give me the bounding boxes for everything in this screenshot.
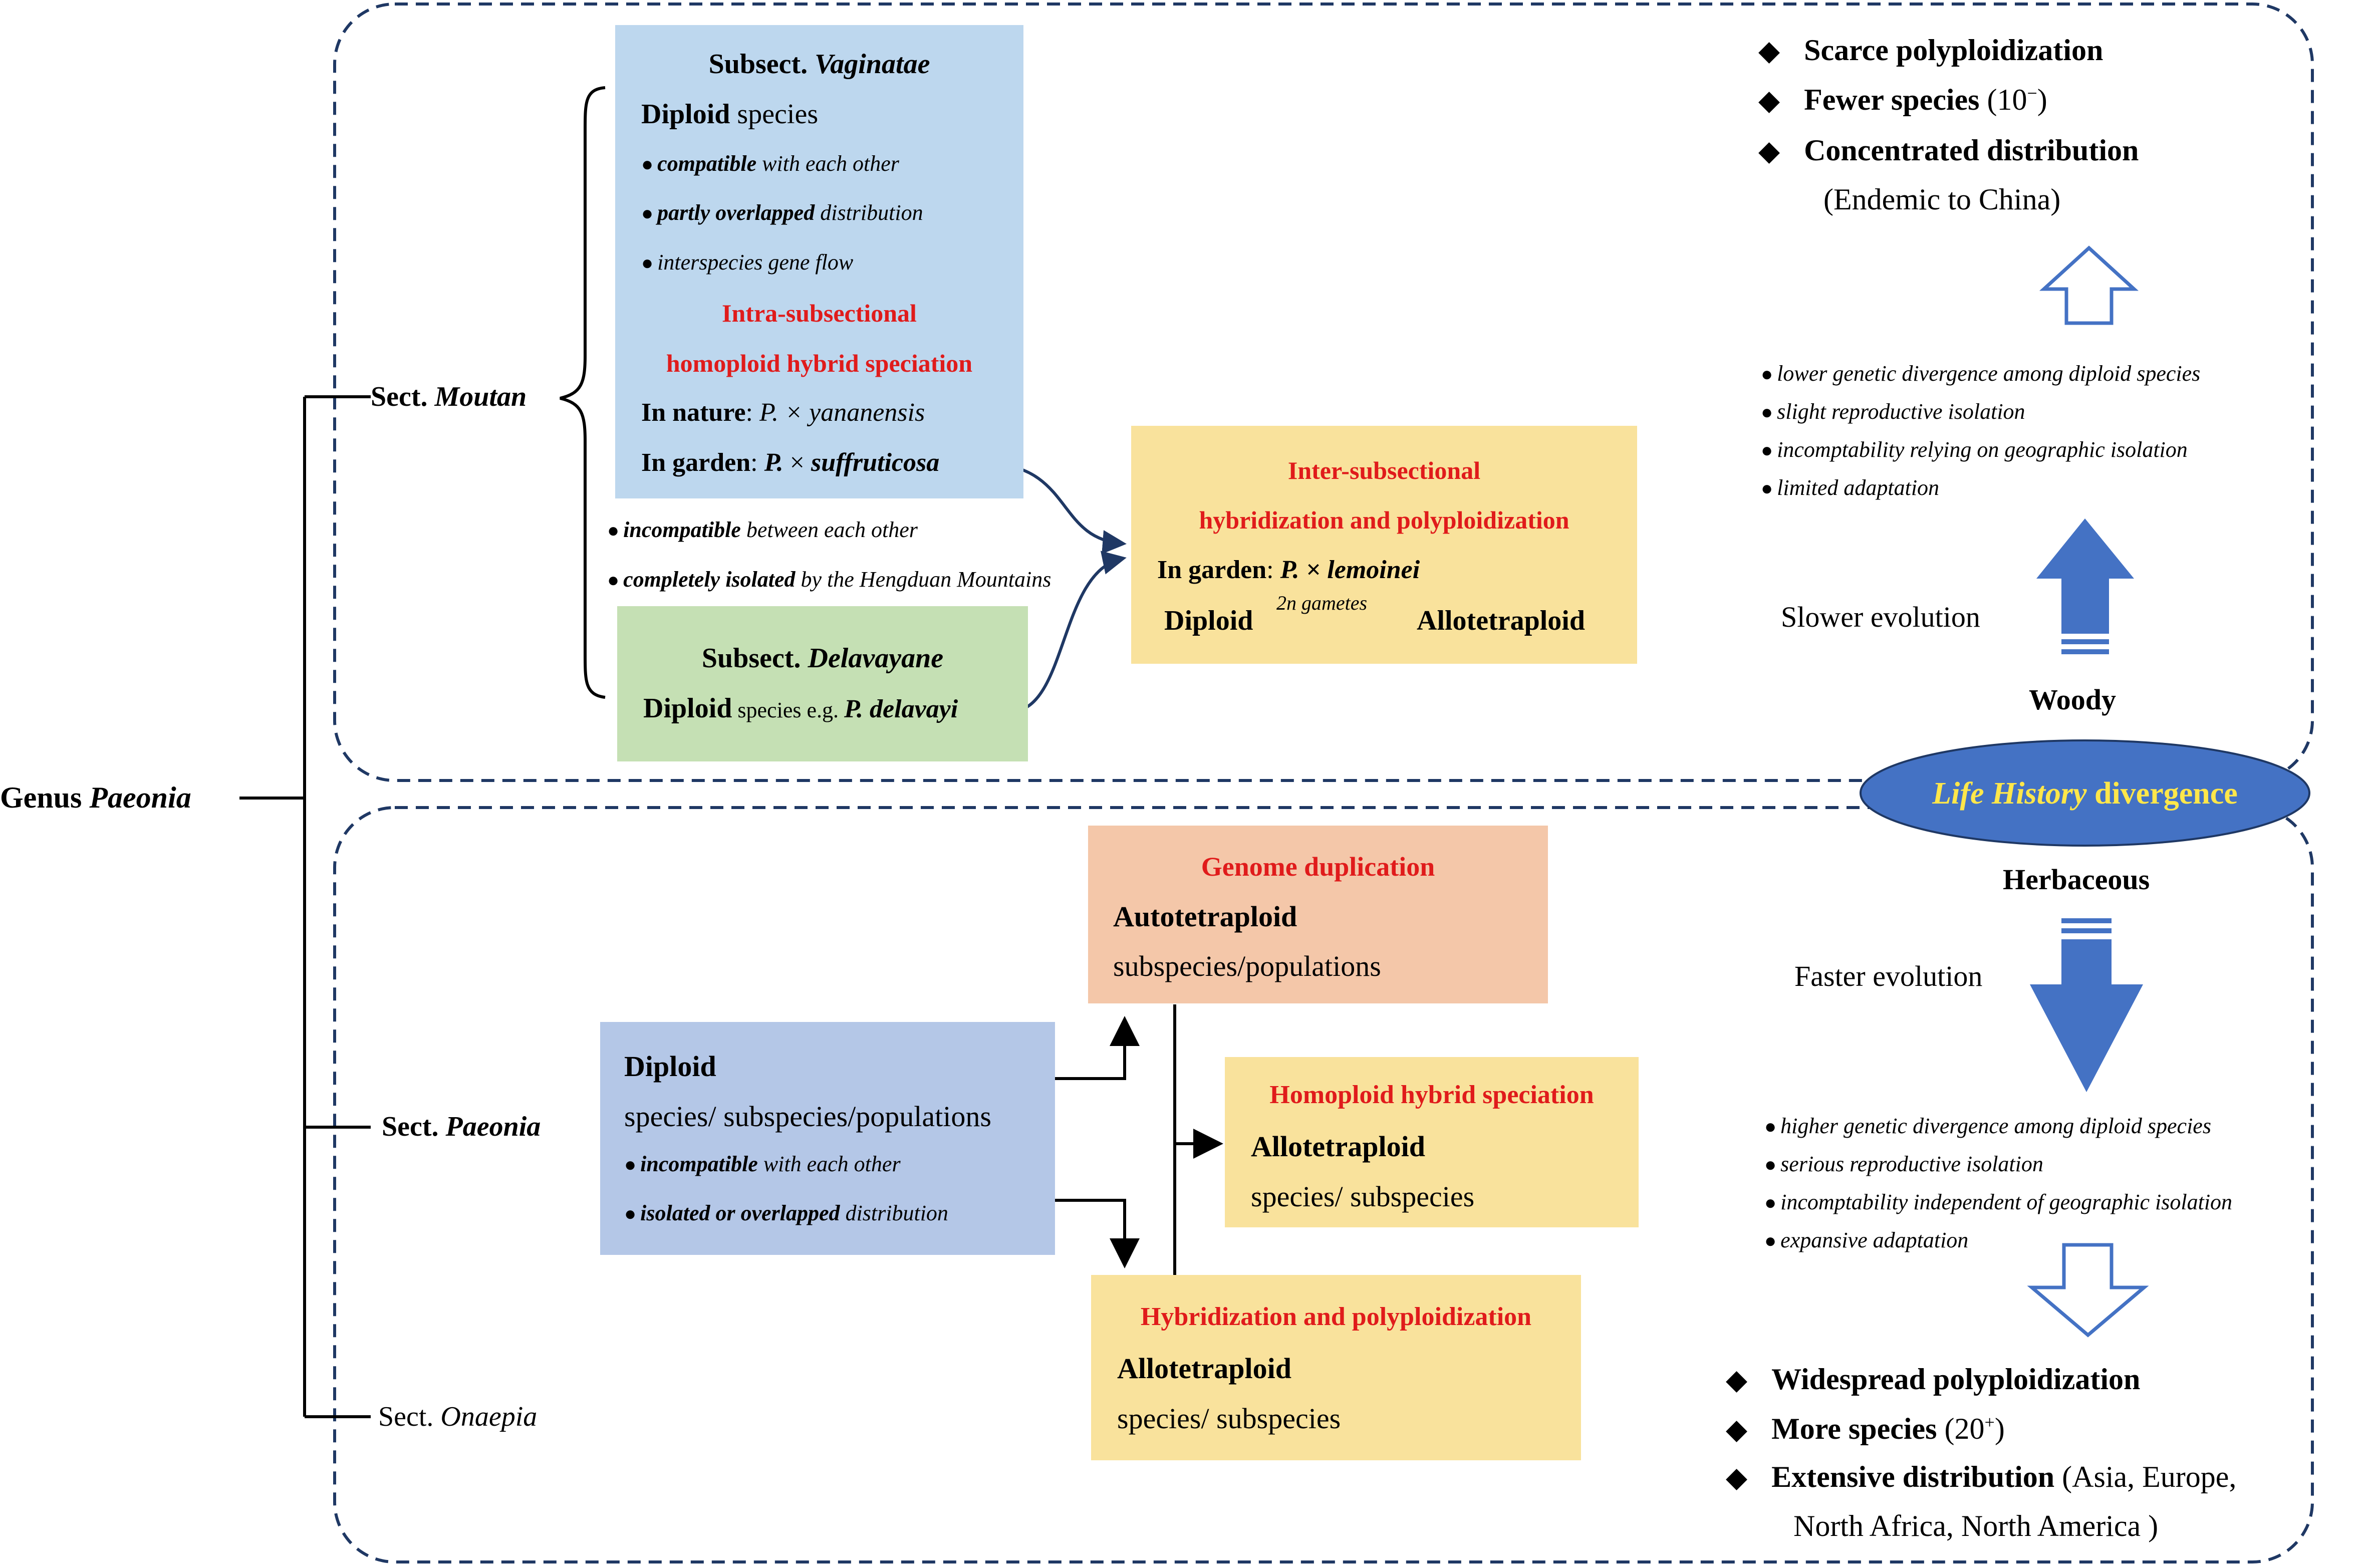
life-history-text: Life History divergence: [1932, 776, 2238, 811]
woody-bullet: ●incomptability relying on geographic is…: [1761, 437, 2188, 462]
woody-bullet: ●lower genetic divergence among diploid …: [1761, 361, 2201, 386]
inter-red-line1: Inter-subsectional: [1287, 456, 1481, 484]
inter-subsectional-box: Inter-subsectional hybridization and pol…: [1131, 426, 1637, 664]
solid-up-arrow-stripe: [2061, 649, 2109, 654]
vaginatae-red-line1: Intra-subsectional: [722, 299, 917, 327]
paeonia-diploid-title: Diploid: [624, 1050, 716, 1083]
paeonia-diploid-text: species/ subspecies/populations: [624, 1100, 991, 1133]
moutan-brace: [560, 86, 606, 699]
herbaceous-feature: ◆More species (20+): [1726, 1412, 2005, 1445]
paeonia-diploid-bullet: ●isolated or overlapped distribution: [624, 1201, 948, 1225]
solid-up-arrow-stripe: [2061, 639, 2109, 644]
genus-tree-lines: [239, 395, 371, 1418]
paeonia-section-frame: [333, 806, 2314, 1563]
paeonia-network-lines: [1055, 1004, 1223, 1275]
woody-bullet: ●slight reproductive isolation: [1761, 399, 2025, 424]
delavayane-box: Subsect. Delavayane Diploid species e.g.…: [617, 606, 1028, 761]
delavayane-title: Subsect. Delavayane: [701, 643, 944, 674]
vaginatae-red-line2: homoploid hybrid speciation: [666, 349, 973, 377]
vaginatae-title: Subsect. Vaginatae: [708, 49, 930, 80]
genome-subspecies: subspecies/populations: [1113, 950, 1381, 982]
slower-evolution-label: Slower evolution: [1781, 601, 1980, 633]
herbaceous-bullet: ●higher genetic divergence among diploid…: [1764, 1114, 2211, 1138]
inter-to-allotetraploid: Allotetraploid: [1417, 605, 1585, 636]
solid-down-arrow: [2030, 939, 2143, 1092]
solid-down-arrow-stripe: [2061, 928, 2112, 933]
hybridization-polyploidization-box: Hybridization and polyploidization Allot…: [1091, 1275, 1581, 1460]
woody-feature: ◆Fewer species (10−): [1758, 83, 2047, 116]
homoploid-box: Homoploid hybrid speciation Allotetraplo…: [1225, 1057, 1639, 1227]
homoploid-species: species/ subspecies: [1251, 1180, 1475, 1213]
inter-arrow-label: 2n gametes: [1276, 592, 1368, 614]
woody-feature: ◆Scarce polyploidization: [1758, 34, 2103, 67]
herbaceous-bullet: ●incomptability independent of geographi…: [1764, 1190, 2233, 1214]
solid-up-arrow: [2036, 518, 2134, 634]
sect-paeonia-label: Sect. Paeonia: [382, 1111, 541, 1142]
herbaceous-bullet: ●serious reproductive isolation: [1764, 1152, 2043, 1176]
genome-duplication-title: Genome duplication: [1201, 852, 1435, 882]
genus-label: Genus Paeonia: [0, 781, 191, 814]
vaginatae-bullet: ●partly overlapped distribution: [641, 200, 923, 225]
hybrid-poly-allotetraploid: Allotetraploid: [1117, 1352, 1291, 1385]
herbaceous-feature: ◆Extensive distribution (Asia, Europe,: [1726, 1460, 2237, 1493]
inter-in-garden: In garden: P. × lemoinei: [1157, 556, 1420, 584]
vaginatae-in-garden: In garden: P. × suffruticosa: [641, 448, 940, 477]
moutan-bullet: ●incompatible between each other: [607, 517, 918, 542]
vaginatae-bullet: ●interspecies gene flow: [641, 250, 854, 275]
vaginatae-diploid: Diploid species: [641, 99, 819, 130]
inter-from-diploid: Diploid: [1164, 605, 1253, 636]
herbaceous-label: Herbaceous: [2003, 863, 2150, 896]
woody-feature: ◆Concentrated distribution: [1758, 134, 2139, 167]
woody-endemic: (Endemic to China): [1823, 183, 2061, 216]
moutan-section-frame: [333, 3, 2314, 782]
vaginatae-box: Subsect. Vaginatae Diploid species ●comp…: [615, 25, 1023, 498]
woody-bullet: ●limited adaptation: [1761, 475, 1940, 500]
vaginatae-bullet: ●compatible with each other: [641, 151, 899, 176]
herbaceous-bullet: ●expansive adaptation: [1764, 1228, 1969, 1252]
vaginatae-in-nature: In nature: P. × yananensis: [641, 398, 925, 427]
herbaceous-feature: ◆Widespread polyploidization: [1726, 1363, 2141, 1396]
sect-moutan-label: Sect. Moutan: [371, 381, 527, 412]
woody-label: Woody: [2029, 683, 2117, 716]
life-history-ellipse: [1860, 739, 2310, 847]
homoploid-title: Homoploid hybrid speciation: [1269, 1081, 1594, 1109]
hybrid-poly-species: species/ subspecies: [1117, 1402, 1341, 1435]
genome-autotetraploid: Autotetraploid: [1113, 900, 1297, 933]
hollow-up-arrow: [2039, 245, 2139, 325]
paeonia-diploid-box: Diploid species/ subspecies/populations …: [600, 1022, 1055, 1255]
sect-onaepia-label: Sect. Onaepia: [378, 1401, 538, 1432]
delavayane-diploid: Diploid species e.g. P. delavayi: [643, 693, 958, 724]
genome-duplication-box: Genome duplication Autotetraploid subspe…: [1088, 826, 1548, 1003]
homoploid-allotetraploid: Allotetraploid: [1251, 1130, 1425, 1163]
herbaceous-distribution-line2: North Africa, North America ): [1793, 1509, 2159, 1542]
solid-down-arrow-stripe: [2061, 918, 2112, 923]
arrow-delavayi-to-lemoinei: [1019, 551, 1127, 712]
paeonia-diploid-bullet: ●incompatible with each other: [624, 1152, 901, 1176]
inter-red-line2: hybridization and polyploidization: [1199, 506, 1569, 534]
faster-evolution-label: Faster evolution: [1794, 960, 1983, 992]
hollow-down-arrow: [2027, 1243, 2149, 1338]
hybrid-poly-title: Hybridization and polyploidization: [1140, 1302, 1532, 1331]
moutan-bullet: ●completely isolated by the Hengduan Mou…: [607, 567, 1051, 592]
